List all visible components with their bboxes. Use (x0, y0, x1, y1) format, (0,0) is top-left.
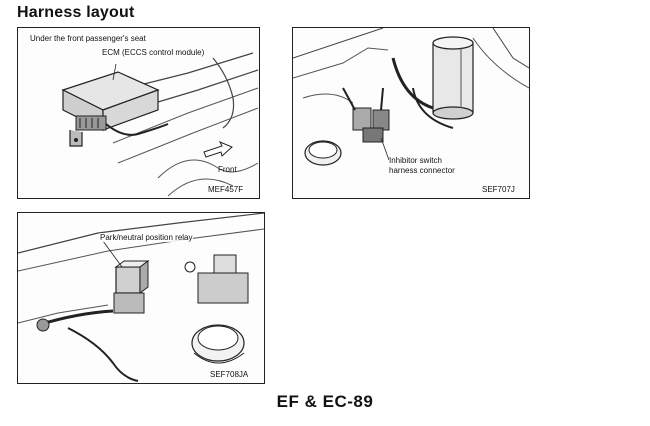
ecm-unit (61, 71, 169, 147)
front-arrow-icon (203, 141, 233, 158)
ecm-component-label: ECM (ECCS control module) (102, 48, 205, 57)
page-title: Harness layout (17, 4, 135, 21)
ecm-diagram-panel: Under the front passenger's seat ECM (EC… (17, 27, 260, 199)
inhibitor-illustration (293, 28, 529, 166)
inhibitor-label-line1: Inhibitor switch (389, 156, 442, 165)
park-neutral-relay (113, 260, 150, 314)
inhibitor-diagram-panel: Inhibitor switch harness connector SEF70… (292, 27, 530, 199)
front-direction-label: Front (218, 165, 237, 174)
ecm-location-label: Under the front passenger's seat (30, 34, 146, 43)
relay-label: Park/neutral position relay (100, 233, 193, 242)
relay-block (184, 254, 249, 304)
relay-illustration (18, 213, 264, 382)
ecm-illustration (61, 52, 259, 197)
relay-diagram-panel: Park/neutral position relay SEF708JA (17, 212, 265, 384)
canister (432, 36, 474, 120)
page-footer: EF & EC-89 (276, 392, 374, 411)
ecm-figure-code: MEF457F (208, 185, 244, 194)
battery-cap (191, 324, 245, 364)
relay-figure-code: SEF708JA (210, 370, 249, 379)
reservoir-cap (304, 140, 342, 166)
inhibitor-label-line2: harness connector (389, 166, 455, 175)
inhibitor-switch-connector (342, 87, 390, 143)
inhibitor-figure-code: SEF707J (482, 185, 515, 194)
